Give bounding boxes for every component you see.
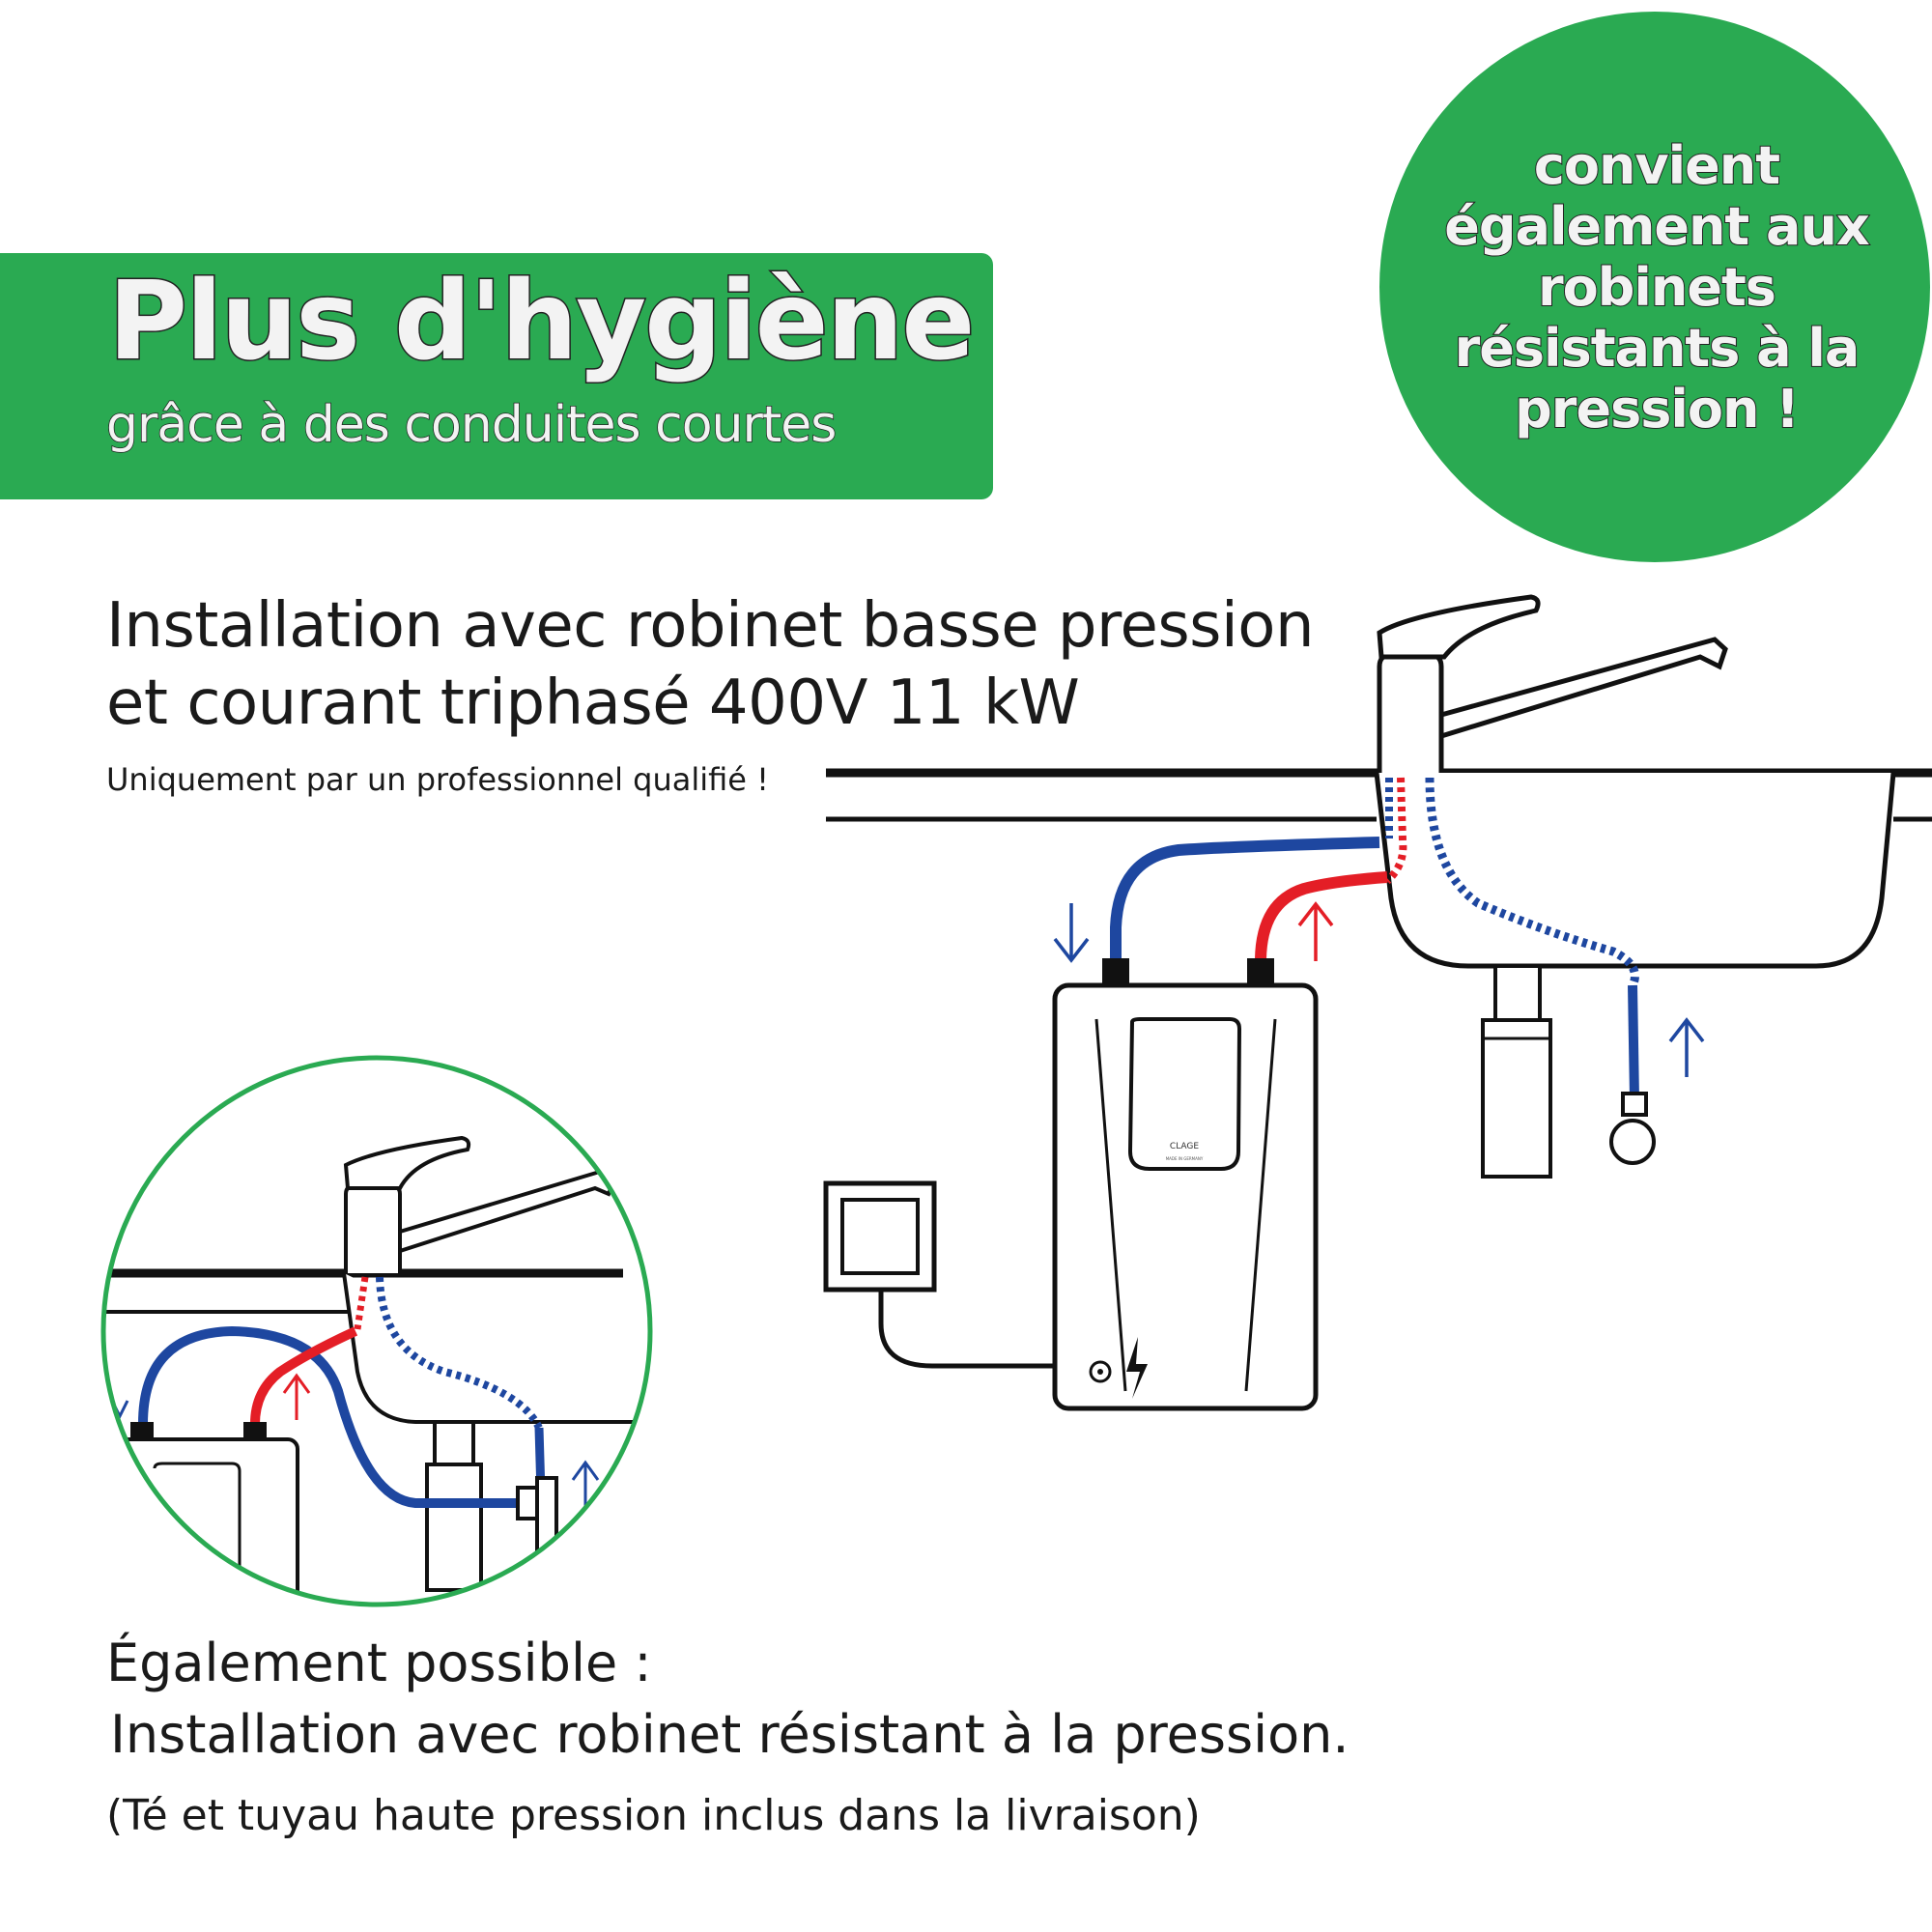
banner-subtitle: grâce à des conduites courtes (105, 395, 838, 455)
badge-line: pression ! (1514, 378, 1801, 440)
headline-banner (0, 253, 993, 499)
hot-pipe (1255, 871, 1388, 960)
badge-line: également aux (1443, 195, 1871, 258)
faucet-spout (1438, 637, 1728, 740)
hot-outlet-arrow (1297, 901, 1334, 961)
supply-arrow (1668, 1017, 1705, 1077)
cold-supply-pipe (1628, 984, 1639, 1100)
heater-display-panel (1127, 1017, 1242, 1171)
zoom-circle-border (100, 1055, 653, 1607)
badge-text: convient également aux robinets résistan… (1401, 134, 1913, 440)
badge-line: résistants à la (1454, 317, 1861, 380)
pressure-hose-dashed (1425, 777, 1639, 988)
alternative-note: (Té et tuyau haute pression inclus dans … (106, 1791, 1201, 1840)
water-heater (1052, 982, 1319, 1411)
alternative-title: Également possible : (106, 1633, 652, 1693)
drain-pipe (1493, 964, 1542, 1022)
badge-line: robinets (1537, 256, 1777, 319)
cold-inlet-arrow (1053, 903, 1090, 963)
faucet-lever (1377, 594, 1541, 660)
heater-power-icon (1089, 1360, 1112, 1383)
banner-title: Plus d'hygiène (106, 258, 976, 386)
faucet-body (1377, 652, 1444, 773)
professional-note: Uniquement par un professionnel qualifié… (106, 761, 769, 798)
drain-trap (1481, 1018, 1552, 1179)
heading-line-2: et courant triphasé 400V 11 kW (106, 668, 1080, 739)
power-cable (878, 1290, 1055, 1369)
pressure-badge (1379, 12, 1930, 562)
zoom-detail (104, 1059, 649, 1604)
heater-brand: CLAGE (1170, 1142, 1199, 1151)
heater-origin: MADE IN GERMANY (1166, 1156, 1204, 1161)
lightning-icon (1126, 1337, 1148, 1399)
badge-line: convient (1533, 134, 1781, 197)
alternative-line: Installation avec robinet résistant à la… (110, 1704, 1350, 1765)
cold-pipe (1110, 837, 1380, 959)
installation-heading: Installation avec robinet basse pression… (106, 587, 1315, 742)
cold-water-valve (1609, 1119, 1656, 1165)
heading-line-1: Installation avec robinet basse pression (106, 590, 1315, 662)
sink-basin (1374, 772, 1896, 969)
